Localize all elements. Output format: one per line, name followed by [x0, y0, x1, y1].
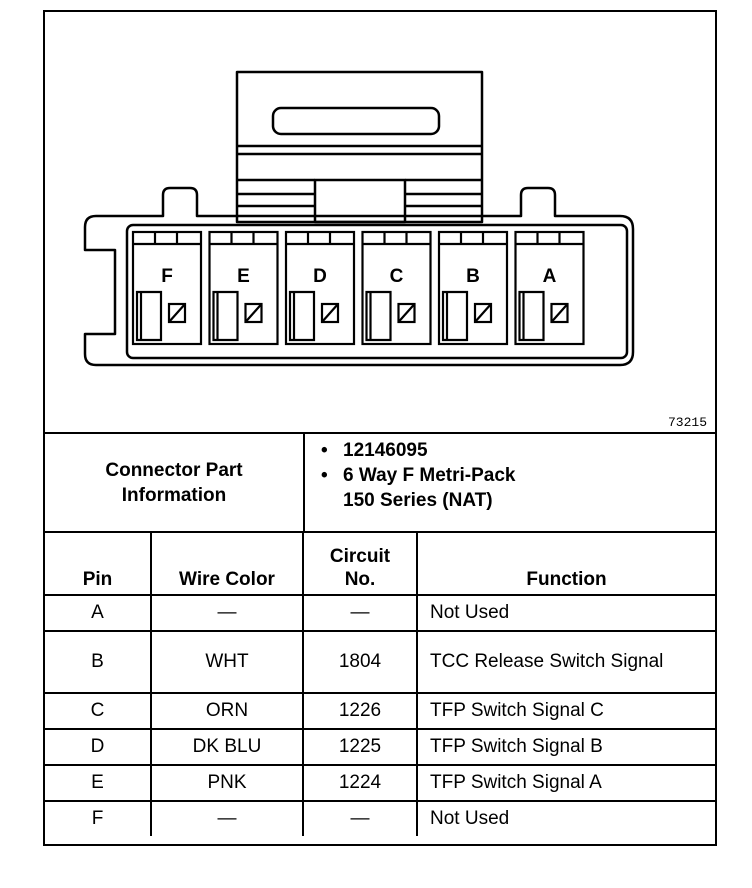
function-cell: Not Used	[416, 800, 715, 836]
cavity-label: E	[237, 266, 250, 287]
bullet-icon: •	[321, 440, 328, 461]
connector-series: 150 Series (NAT)	[343, 490, 493, 511]
pin-cell: E	[45, 764, 152, 802]
pin-cell: C	[45, 692, 152, 730]
circuit-cell: —	[302, 594, 418, 632]
connector-type: 6 Way F Metri-Pack	[343, 465, 516, 486]
part-info-list: • 12146095 • 6 Way F Metri-Pack 150 Seri…	[305, 438, 715, 513]
table-row: A — — Not Used	[45, 594, 715, 632]
wire-color-cell: DK BLU	[150, 728, 304, 766]
part-info-label-line: Information	[121, 484, 227, 506]
header-circuit-no: Circuit No.	[302, 533, 418, 596]
circuit-cell: —	[302, 800, 418, 836]
table-header-row: Pin Wire Color Circuit No. Function	[45, 533, 715, 596]
cavity-label: D	[313, 266, 327, 287]
cavity-a	[514, 230, 585, 346]
bullet-icon: •	[321, 465, 328, 486]
function-cell: TCC Release Switch Signal	[416, 630, 715, 694]
table-row: C ORN 1226 TFP Switch Signal C	[45, 692, 715, 730]
function-cell: TFP Switch Signal C	[416, 692, 715, 730]
part-info-label: Connector Part Information	[45, 434, 305, 531]
part-info-label-line: Connector Part	[105, 459, 243, 481]
header-circuit-line: Circuit	[329, 546, 391, 567]
wire-color-cell: —	[150, 594, 304, 632]
circuit-cell: 1225	[302, 728, 418, 766]
connector-type-item: • 6 Way F Metri-Pack 150 Series (NAT)	[305, 463, 715, 513]
part-number: 12146095	[343, 440, 428, 461]
cavity-c	[361, 230, 432, 346]
pin-cell: F	[45, 800, 152, 836]
function-cell: Not Used	[416, 594, 715, 632]
table-row: F — — Not Used	[45, 800, 715, 836]
table-row: E PNK 1224 TFP Switch Signal A	[45, 764, 715, 802]
wire-color-cell: ORN	[150, 692, 304, 730]
circuit-cell: 1224	[302, 764, 418, 802]
cavity-f	[131, 230, 203, 346]
circuit-cell: 1226	[302, 692, 418, 730]
figure-number: 73215	[667, 415, 707, 430]
cavity-e	[208, 230, 279, 346]
wire-color-cell: WHT	[150, 630, 304, 694]
header-circuit-line: No.	[344, 569, 376, 590]
circuit-cell: 1804	[302, 630, 418, 694]
connector-body	[83, 186, 635, 367]
header-wire-color: Wire Color	[150, 533, 304, 596]
cavity-label: B	[466, 266, 480, 287]
header-pin: Pin	[45, 533, 152, 596]
header-function: Function	[416, 533, 715, 596]
cavity-label: A	[543, 266, 557, 287]
cavity-label: F	[161, 266, 173, 287]
function-cell: TFP Switch Signal B	[416, 728, 715, 766]
pin-table: Pin Wire Color Circuit No. Function A — …	[45, 533, 715, 836]
connector-diagram: F E D C B A 73215	[45, 12, 715, 434]
connector-part-info: Connector Part Information • 12146095 • …	[45, 434, 715, 533]
wire-color-cell: PNK	[150, 764, 304, 802]
function-text: TCC Release Switch Signal	[430, 651, 664, 672]
pin-cell: D	[45, 728, 152, 766]
table-row: D DK BLU 1225 TFP Switch Signal B	[45, 728, 715, 766]
latch-window	[271, 106, 441, 136]
pin-cell: A	[45, 594, 152, 632]
cavity-b	[437, 230, 509, 346]
cavity-d	[284, 230, 356, 346]
function-cell: TFP Switch Signal A	[416, 764, 715, 802]
cavity-frame	[125, 223, 629, 360]
table-row: B WHT 1804 TCC Release Switch Signal	[45, 630, 715, 694]
wire-color-cell: —	[150, 800, 304, 836]
part-number-item: • 12146095	[305, 438, 715, 463]
cavity-label: C	[390, 266, 404, 287]
pin-cell: B	[45, 630, 152, 694]
